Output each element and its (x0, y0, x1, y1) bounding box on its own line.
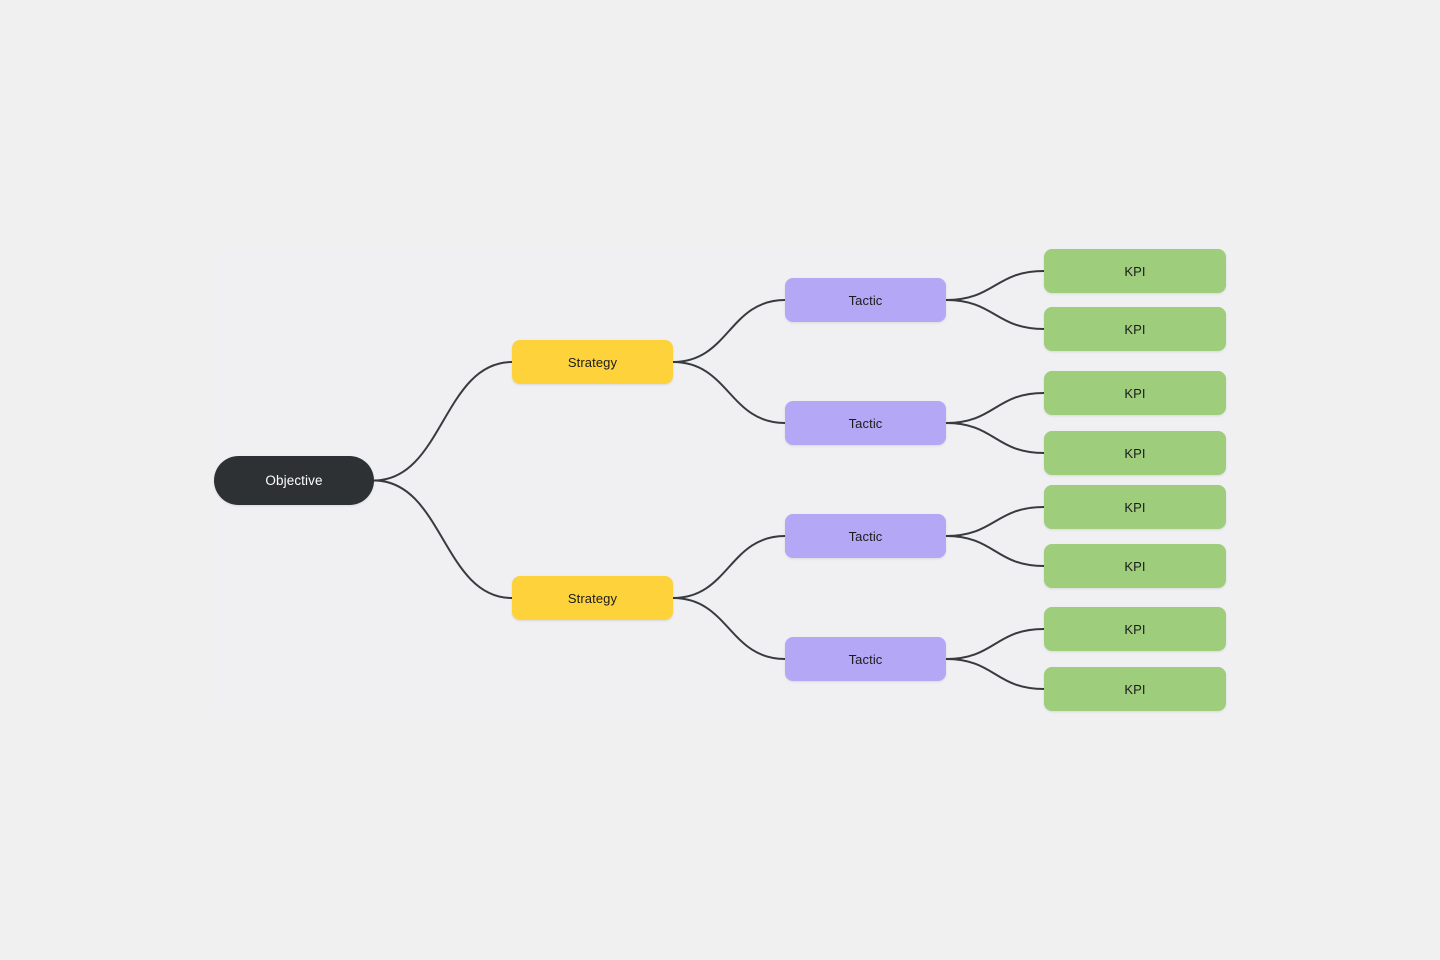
node-label: Tactic (848, 415, 883, 431)
node-label: KPI (1124, 445, 1146, 461)
node-kpi-1[interactable]: KPI (1044, 249, 1226, 293)
node-label: KPI (1124, 621, 1146, 637)
node-kpi-5[interactable]: KPI (1044, 485, 1226, 529)
node-label: Tactic (848, 528, 883, 544)
node-kpi-2[interactable]: KPI (1044, 307, 1226, 351)
node-label: KPI (1124, 558, 1146, 574)
node-objective[interactable]: Objective (214, 456, 374, 505)
edge-strategy-2-to-tactic-4 (672, 597, 786, 660)
edge-objective-to-strategy-1 (373, 361, 513, 482)
node-label: KPI (1124, 263, 1146, 279)
edge-tactic-3-to-kpi-5 (945, 506, 1045, 537)
node-label: Strategy (567, 590, 618, 606)
node-tactic-1[interactable]: Tactic (785, 278, 946, 322)
edge-tactic-1-to-kpi-1 (945, 270, 1045, 301)
node-kpi-4[interactable]: KPI (1044, 431, 1226, 475)
edge-objective-to-strategy-2 (373, 479, 513, 599)
node-kpi-6[interactable]: KPI (1044, 544, 1226, 588)
node-strategy-1[interactable]: Strategy (512, 340, 673, 384)
node-tactic-3[interactable]: Tactic (785, 514, 946, 558)
edge-tactic-4-to-kpi-8 (945, 658, 1045, 690)
node-kpi-8[interactable]: KPI (1044, 667, 1226, 711)
node-label: Strategy (567, 354, 618, 370)
node-label: KPI (1124, 385, 1146, 401)
edge-tactic-2-to-kpi-4 (945, 422, 1045, 454)
node-label: KPI (1124, 321, 1146, 337)
node-label: KPI (1124, 499, 1146, 515)
node-label: Tactic (848, 292, 883, 308)
node-kpi-7[interactable]: KPI (1044, 607, 1226, 651)
node-label: Objective (265, 472, 323, 488)
edge-strategy-1-to-tactic-1 (672, 299, 786, 363)
edge-tactic-1-to-kpi-2 (945, 299, 1045, 330)
node-label: Tactic (848, 651, 883, 667)
edge-tactic-2-to-kpi-3 (945, 392, 1045, 424)
edge-tactic-3-to-kpi-6 (945, 535, 1045, 567)
edge-strategy-2-to-tactic-3 (672, 535, 786, 599)
edge-tactic-4-to-kpi-7 (945, 628, 1045, 660)
node-tactic-2[interactable]: Tactic (785, 401, 946, 445)
node-tactic-4[interactable]: Tactic (785, 637, 946, 681)
node-kpi-3[interactable]: KPI (1044, 371, 1226, 415)
node-label: KPI (1124, 681, 1146, 697)
edge-strategy-1-to-tactic-2 (672, 361, 786, 424)
node-strategy-2[interactable]: Strategy (512, 576, 673, 620)
